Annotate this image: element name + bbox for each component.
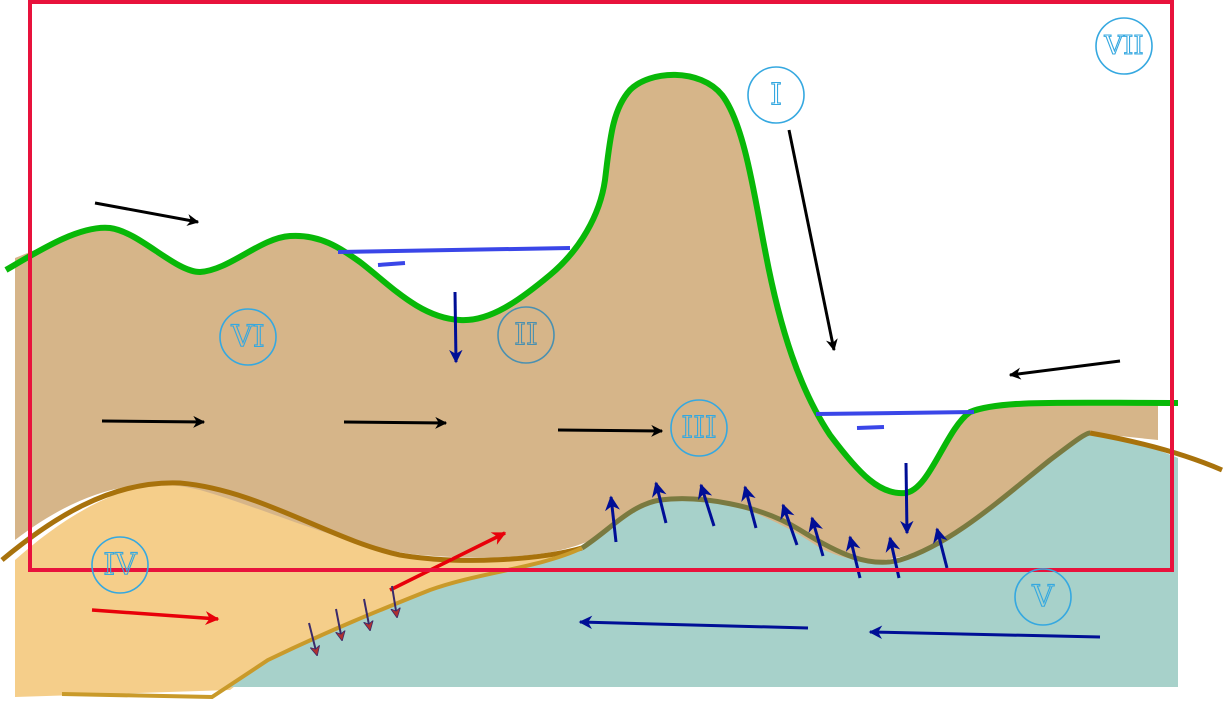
- groundwater-flow-arrows: [578, 615, 1101, 640]
- zone-label-II: II: [497, 306, 555, 364]
- zone-label-IV: IV: [91, 536, 149, 594]
- arrow-infiltration-right: [900, 462, 914, 535]
- seepage-arrow: [605, 495, 620, 543]
- label-text: VI: [230, 320, 265, 355]
- water-level-right-tick: [856, 425, 885, 430]
- label-ring: [1095, 17, 1153, 75]
- label-text: III: [681, 411, 717, 446]
- surface-flow-arrows: [94, 129, 1121, 437]
- label-ring: [747, 66, 805, 124]
- boundary-lower-left-lower-right: [61, 546, 583, 700]
- zone-label-VI: VI: [219, 308, 277, 366]
- label-text: V: [1031, 580, 1055, 615]
- infiltration-arrows: [449, 291, 914, 535]
- label-text: II: [514, 318, 538, 353]
- seepage-arrow: [780, 503, 799, 546]
- water-level-right: [815, 410, 975, 416]
- arrow-flow-2: [343, 416, 448, 429]
- leakage-arrow: [363, 598, 370, 630]
- leakage-arrow: [335, 608, 342, 640]
- arrow-groundwater-2: [868, 625, 1101, 640]
- label-ring: [1014, 568, 1072, 626]
- arrow-inflow-I: [787, 129, 838, 352]
- leakage-arrow: [308, 622, 317, 655]
- arrow-red-diagonal: [389, 531, 507, 592]
- label-ring: [219, 308, 277, 366]
- boundary-right-tail: [1089, 430, 1223, 473]
- seepage-arrow: [808, 516, 825, 557]
- lower-right-layer: [212, 433, 1178, 697]
- label-text: I: [770, 78, 782, 113]
- leakage-arrow: [392, 585, 397, 617]
- zone-label-V: V: [1014, 568, 1072, 626]
- label-text: IV: [103, 548, 138, 583]
- seepage-arrow: [697, 483, 716, 527]
- seepage-arrow: [651, 481, 668, 524]
- boundary-upper-lower-left: [0, 480, 583, 563]
- zone-label-I: I: [747, 66, 805, 124]
- label-text: VII: [1103, 31, 1143, 61]
- lower-left-layer: [15, 482, 580, 697]
- arrow-flow-3: [557, 424, 664, 437]
- arrow-wind-right: [1008, 359, 1121, 380]
- zone-label-III: III: [670, 399, 728, 457]
- water-level-left: [337, 246, 571, 254]
- arrow-red-horizontal: [91, 608, 220, 626]
- water-level-left-tick: [377, 261, 406, 267]
- red-flow-arrows: [91, 531, 507, 626]
- label-ring: [670, 399, 728, 457]
- seepage-arrow: [933, 527, 949, 569]
- arrow-wind-left: [94, 201, 200, 226]
- upper-layer: [15, 75, 1158, 561]
- boundary-leakage-arrows: [308, 585, 397, 655]
- arrow-flow-1: [101, 415, 206, 428]
- arrow-groundwater-1: [578, 615, 809, 630]
- ground-surface: [4, 71, 1179, 497]
- arrow-infiltration-left: [449, 291, 463, 364]
- label-ring: [497, 306, 555, 364]
- zone-label-VII: VII: [1095, 17, 1153, 75]
- system-boundary-frame: [28, 0, 1174, 572]
- seepage-arrow: [741, 485, 758, 529]
- label-ring: [91, 536, 149, 594]
